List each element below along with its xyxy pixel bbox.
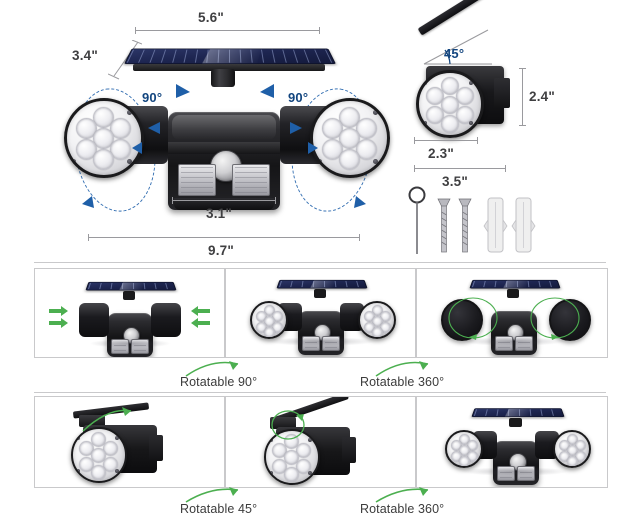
lens-right [310,98,390,178]
pivot-neck [211,69,235,87]
lamp-head-right [280,96,390,178]
panel-side-flat [34,396,225,488]
lens-back-left [441,299,483,341]
reset-pin-icon [408,186,426,254]
angle-label-tilt: 45° [444,46,465,61]
angle-45-indicator [423,29,492,65]
panel-front-spread [225,268,416,358]
feature-row-front [34,268,608,360]
feature-row-side [34,396,608,488]
dimension-solar-width [135,27,320,34]
dimension-total-depth-label: 3.5" [442,174,468,189]
slide-arrows-indicator [49,306,210,328]
grid-divider-top [34,262,606,263]
screw-icon [458,198,472,253]
dimension-lamp-depth [414,137,478,144]
side-view: 45° 2.4" [398,0,640,258]
dimension-solar-depth-label: 3.4" [72,48,98,63]
lens-left [64,98,144,178]
angle-label-left: 90° [142,90,163,105]
dimension-total-width-label: 9.7" [208,243,234,258]
lamp-head-left [64,96,168,178]
caption-rotatable-360-b: Rotatable 360° [360,502,445,516]
dimension-side-height [519,68,526,126]
circle-rotation-indicator [448,297,580,340]
dimension-lamp-depth-label: 2.3" [428,146,454,161]
caption-rotatable-360: Rotatable 360° [360,375,445,389]
caption-rotatable-45: Rotatable 45° [180,502,258,516]
solar-panel [124,48,336,64]
main-housing [168,112,280,210]
lens-side [416,70,484,138]
panel-front-rotated [416,268,608,358]
solar-panel-base [133,64,325,71]
dimension-body-width [172,197,276,204]
dimension-side-height-label: 2.4" [529,89,555,104]
screw-icon [437,198,451,253]
led-panel-left [178,164,216,196]
caption-rotatable-90: Rotatable 90° [180,375,258,389]
row-front-caption-arrows [185,361,429,377]
dimension-solar-width-label: 5.6" [198,10,224,25]
grid-divider-middle [34,392,606,393]
arc-rotation-indicator [82,407,132,432]
main-front-view: 5.6" 3.4" [0,0,400,258]
panel-side-tilted [225,396,416,488]
dimension-total-width [88,234,360,241]
dimension-body-width-label: 3.1" [206,206,232,221]
side-housing-tab [494,78,510,108]
dimension-total-depth [414,165,506,172]
panel-front-straight [34,268,225,358]
wall-anchor-icon [511,197,536,253]
circle-rotation-indicator [271,410,305,440]
housing-base [174,198,274,210]
panel-angled-front [416,396,608,488]
row-side-caption-arrows [185,487,429,503]
led-panel-right [232,164,270,196]
wall-anchor-icon [483,197,508,253]
accessories-group [404,186,544,256]
angle-label-right: 90° [288,90,309,105]
